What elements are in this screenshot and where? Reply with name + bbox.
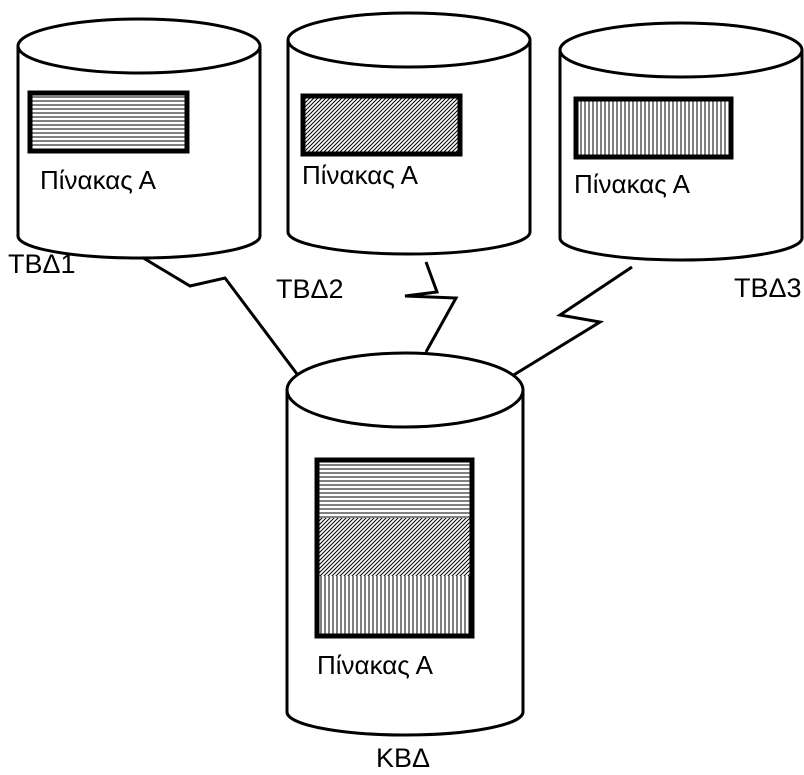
database-cylinder-tbd1: Πίνακας Α <box>16 17 262 260</box>
merged-table-block <box>314 457 475 639</box>
table-label: Πίνακας Α <box>40 165 157 195</box>
table-outline <box>314 457 475 639</box>
cylinder-top <box>16 17 262 75</box>
database-cylinder-kbd: Πίνακας Α <box>285 351 525 737</box>
database-cylinder-tbd2: Πίνακας Α <box>286 11 532 256</box>
database-label-kbd: ΚΒΔ <box>376 743 430 773</box>
table-block <box>300 93 463 157</box>
table-segment-horizontal <box>317 460 472 518</box>
cylinder-top <box>558 21 804 79</box>
table-segment-diagonal <box>317 518 472 576</box>
table-label: Πίνακας Α <box>302 160 419 190</box>
connections <box>139 254 633 379</box>
database-label-tbd1: ΤΒΔ1 <box>8 249 76 279</box>
cylinder-top <box>286 11 532 69</box>
table-segment-vertical <box>317 576 472 636</box>
connection-tbd2-kbd <box>404 261 459 353</box>
connection-tbd1-kbd <box>139 254 302 379</box>
table-label: Πίνακας Α <box>317 650 434 680</box>
database-cylinder-tbd3: Πίνακας Α <box>558 21 804 262</box>
database-label-tbd2: ΤΒΔ2 <box>276 274 344 304</box>
cylinder-top <box>285 351 525 429</box>
table-block <box>573 96 734 160</box>
database-label-tbd3: ΤΒΔ3 <box>734 273 802 303</box>
connection-tbd3-kbd <box>511 265 633 378</box>
table-block <box>27 90 190 154</box>
table-label: Πίνακας Α <box>574 169 691 199</box>
